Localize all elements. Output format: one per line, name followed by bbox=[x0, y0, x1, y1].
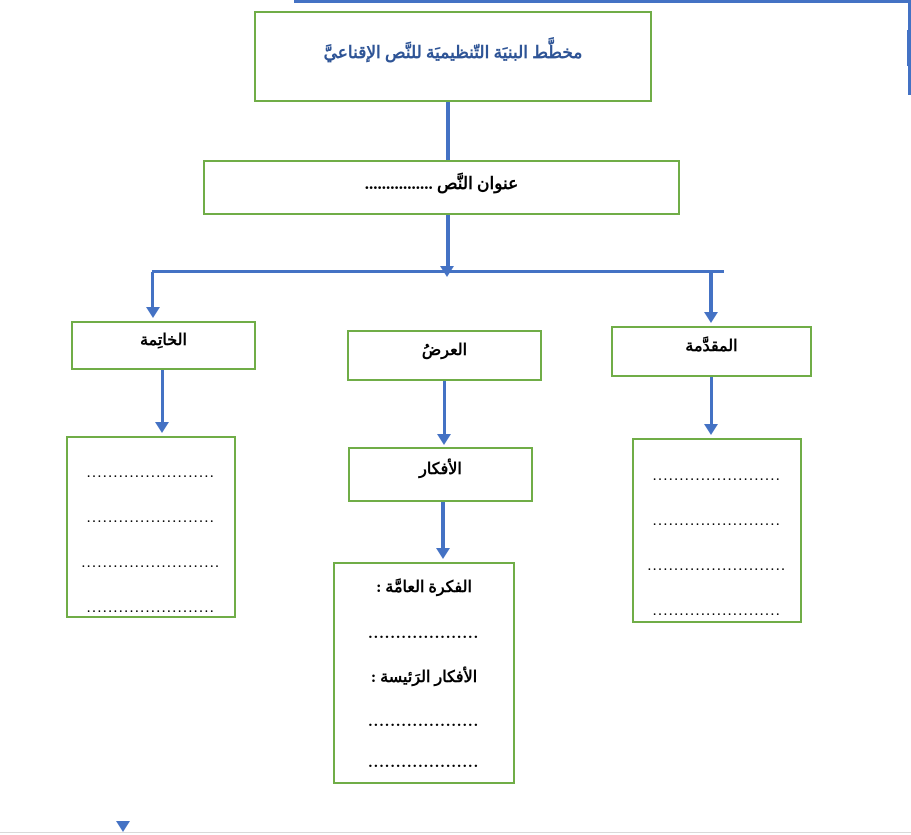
arrow-to-conclusion-icon bbox=[146, 307, 160, 318]
main-idea-line-2: .................... bbox=[368, 755, 480, 772]
introduction-lines-box: ........................ ...............… bbox=[632, 438, 802, 623]
bottom-connector-middle bbox=[907, 30, 911, 66]
connector-title-to-text-title bbox=[446, 102, 450, 160]
ideas-label: الأفكار bbox=[419, 461, 462, 478]
introduction-line-4: ........................ bbox=[652, 603, 782, 619]
introduction-label: المقدَّمة bbox=[685, 338, 738, 355]
page-edge-divider bbox=[0, 832, 911, 833]
main-ideas-heading: الأفكار الرَئيسة : bbox=[370, 669, 478, 687]
bottom-connector-left bbox=[908, 3, 911, 30]
arrow-introduction-to-lines-icon bbox=[704, 424, 718, 435]
bottom-arrow-left-icon bbox=[116, 821, 130, 832]
arrow-branch-center-icon bbox=[440, 266, 454, 277]
main-idea-line-1: .................... bbox=[368, 714, 480, 731]
connector-to-conclusion bbox=[151, 272, 154, 310]
connector-ideas-to-detail bbox=[441, 502, 445, 550]
conclusion-box: الخاتِمة bbox=[71, 321, 256, 370]
ideas-detail-box: الفكرة العامَّة : .................... ا… bbox=[333, 562, 515, 784]
text-title-box: عنوان النَّص ................ bbox=[203, 160, 680, 215]
ideas-box: الأفكار bbox=[348, 447, 533, 502]
connector-text-title-stem bbox=[446, 215, 450, 270]
connector-to-introduction bbox=[709, 272, 713, 314]
conclusion-label: الخاتِمة bbox=[140, 332, 187, 349]
introduction-box: المقدَّمة bbox=[611, 326, 812, 377]
text-title-text: عنوان النَّص ................ bbox=[364, 174, 519, 193]
connector-introduction-to-lines bbox=[710, 377, 713, 427]
general-idea-line: .................... bbox=[368, 626, 480, 643]
body-box: العرضُ bbox=[347, 330, 542, 381]
bottom-connector-right bbox=[908, 66, 911, 95]
conclusion-line-3: .......................... bbox=[81, 555, 221, 571]
connector-conclusion-to-lines bbox=[161, 370, 164, 425]
bottom-connector-bar bbox=[294, 0, 911, 3]
arrow-ideas-to-detail-icon bbox=[436, 548, 450, 559]
conclusion-lines-box: ........................ ...............… bbox=[66, 436, 236, 618]
arrow-to-introduction-icon bbox=[704, 312, 718, 323]
diagram-title-box: مخطَّط البنيَة التّنظيميَة للنَّص الإقنا… bbox=[254, 11, 652, 102]
conclusion-line-1: ........................ bbox=[86, 465, 216, 481]
connector-body-to-ideas bbox=[443, 381, 446, 437]
introduction-line-2: ........................ bbox=[652, 513, 782, 529]
arrow-body-to-ideas-icon bbox=[437, 434, 451, 445]
body-label: العرضُ bbox=[421, 342, 468, 359]
conclusion-line-4: ........................ bbox=[86, 600, 216, 616]
diagram-title-text: مخطَّط البنيَة التّنظيميَة للنَّص الإقنا… bbox=[323, 43, 583, 62]
introduction-line-3: .......................... bbox=[647, 558, 787, 574]
arrow-conclusion-to-lines-icon bbox=[155, 422, 169, 433]
introduction-line-1: ........................ bbox=[652, 468, 782, 484]
general-idea-heading: الفكرة العامَّة : bbox=[376, 579, 472, 596]
connector-branch-bar bbox=[152, 270, 724, 273]
conclusion-line-2: ........................ bbox=[86, 510, 216, 526]
